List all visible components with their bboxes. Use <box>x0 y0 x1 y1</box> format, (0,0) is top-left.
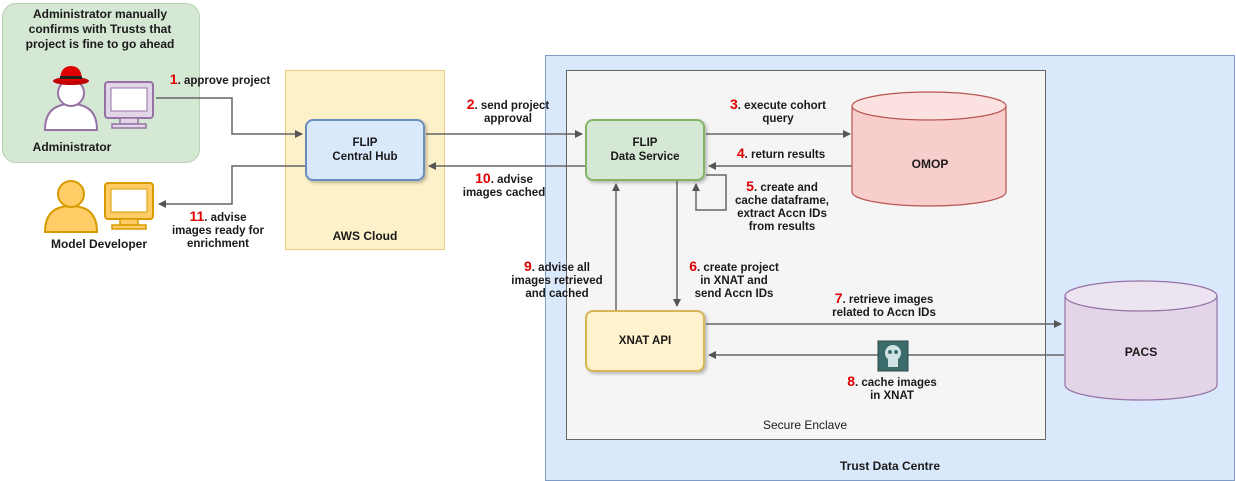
administrator-icon <box>43 66 99 131</box>
step-8-label: 8. cache images in XNAT <box>847 373 937 402</box>
pacs-cylinder <box>1064 280 1218 401</box>
arrow-1-approve <box>156 97 303 138</box>
admin-note-text: Administrator manually confirms with Tru… <box>25 7 175 51</box>
step-7-label: 7. retrieve images related to Accn IDs <box>832 290 936 319</box>
step-10-label: 10. advise images cached <box>462 170 546 199</box>
fds-line2: Data Service <box>610 151 680 163</box>
pacs-label: PACS <box>1124 345 1158 359</box>
step-11-label: 11. advise images ready for enrichment <box>171 208 265 250</box>
omop-label: OMOP <box>911 157 949 171</box>
aws-cloud-label: AWS Cloud <box>332 229 398 243</box>
flip-central-hub-node: FLIP Central Hub <box>305 119 425 181</box>
hub-line2: Central Hub <box>332 151 398 163</box>
model-developer-icon <box>43 180 99 233</box>
administrator-monitor-icon <box>104 81 154 129</box>
step-5-label: 5. create and cache dataframe, extract A… <box>735 178 829 233</box>
admin-note-box <box>2 3 200 163</box>
secure-enclave-label: Secure Enclave <box>762 418 848 432</box>
fds-line1: FLIP <box>632 137 658 149</box>
step-9-label: 9. advise all images retrieved and cache… <box>511 258 603 300</box>
xray-image-icon <box>877 340 909 372</box>
xnat-label: XNAT API <box>618 335 672 347</box>
administrator-label: Administrator <box>32 140 112 154</box>
arrow-11-advise-ready <box>158 165 305 208</box>
step-1-label: 1. approve project <box>169 71 271 87</box>
arrow-5-self-loop <box>692 174 727 211</box>
model-developer-label: Model Developer <box>50 237 148 251</box>
hub-line1: FLIP <box>352 137 378 149</box>
step-4-label: 4. return results <box>736 145 826 161</box>
model-developer-monitor-icon <box>104 182 154 230</box>
xnat-api-node: XNAT API <box>585 310 705 372</box>
trust-data-centre-label: Trust Data Centre <box>839 459 941 473</box>
flip-data-service-node: FLIP Data Service <box>585 119 705 181</box>
step-2-label: 2. send project approval <box>466 96 550 125</box>
step-3-label: 3. execute cohort query <box>730 96 826 125</box>
omop-cylinder <box>851 91 1007 207</box>
step-6-label: 6. create project in XNAT and send Accn … <box>689 258 779 300</box>
